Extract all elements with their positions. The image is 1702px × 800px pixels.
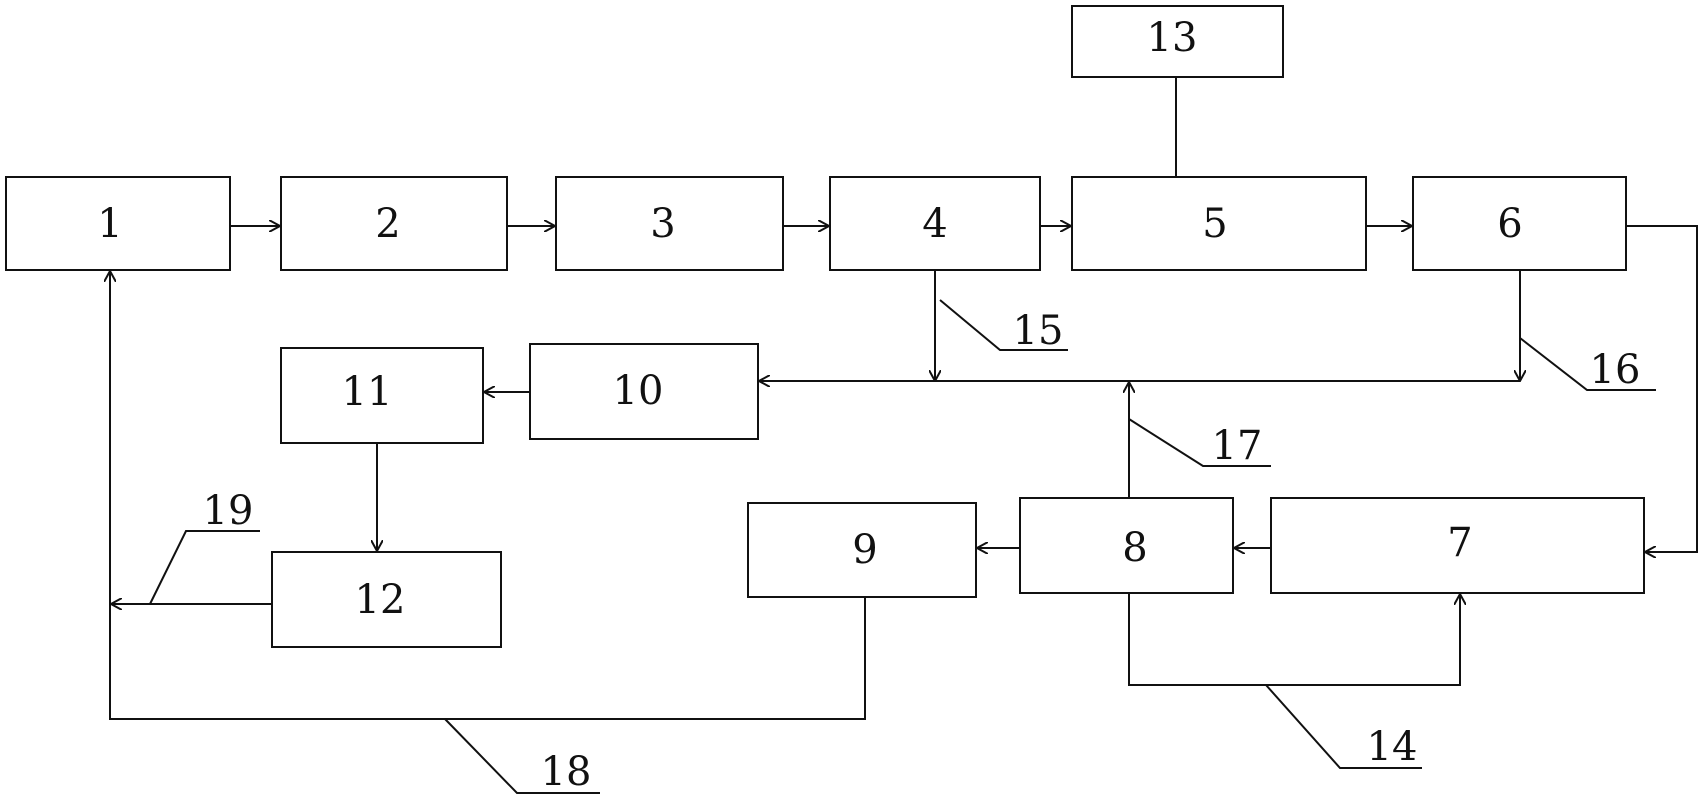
box-8: 8 [1019,497,1234,594]
box-10-label: 10 [613,368,664,414]
box-5: 5 [1071,176,1367,271]
box-6: 6 [1412,176,1627,271]
box-1: 1 [5,176,231,271]
callout-14-label: 14 [1367,724,1418,770]
callout-17-label: 17 [1212,423,1263,469]
box-4-label: 4 [922,201,947,247]
box-4: 4 [829,176,1041,271]
box-7: 7 [1270,497,1645,594]
box-12-label: 12 [355,577,406,623]
box-7-label: 7 [1447,520,1472,566]
box-11: 11 [280,347,484,444]
callout-15-label: 15 [1013,308,1064,354]
box-10: 10 [529,343,759,440]
box-3: 3 [555,176,784,271]
box-9-label: 9 [852,527,877,573]
box-13: 13 [1071,5,1284,78]
box-6-label: 6 [1497,201,1522,247]
box-11-label: 11 [342,369,393,415]
callout-15: 15 [939,299,1068,354]
callout-18: 18 [444,718,600,795]
arrow-9-to-1 [110,271,866,720]
callout-19: 19 [149,488,260,605]
arrow-6-to-7 [1626,225,1698,552]
box-12: 12 [271,551,502,648]
box-8-label: 8 [1122,525,1147,571]
callout-14: 14 [1265,684,1422,770]
box-1-label: 1 [97,201,122,247]
box-2: 2 [280,176,508,271]
box-13-label: 13 [1147,15,1198,61]
box-3-label: 3 [650,201,675,247]
box-5-label: 5 [1202,201,1227,247]
arrow-8-to-7 [1128,593,1460,686]
callout-16-label: 16 [1590,347,1641,393]
callout-17: 17 [1128,418,1271,469]
box-2-label: 2 [375,201,400,247]
callout-19-label: 19 [203,488,254,534]
callout-18-label: 18 [541,749,592,795]
box-9: 9 [747,502,977,598]
callout-16: 16 [1519,337,1656,393]
